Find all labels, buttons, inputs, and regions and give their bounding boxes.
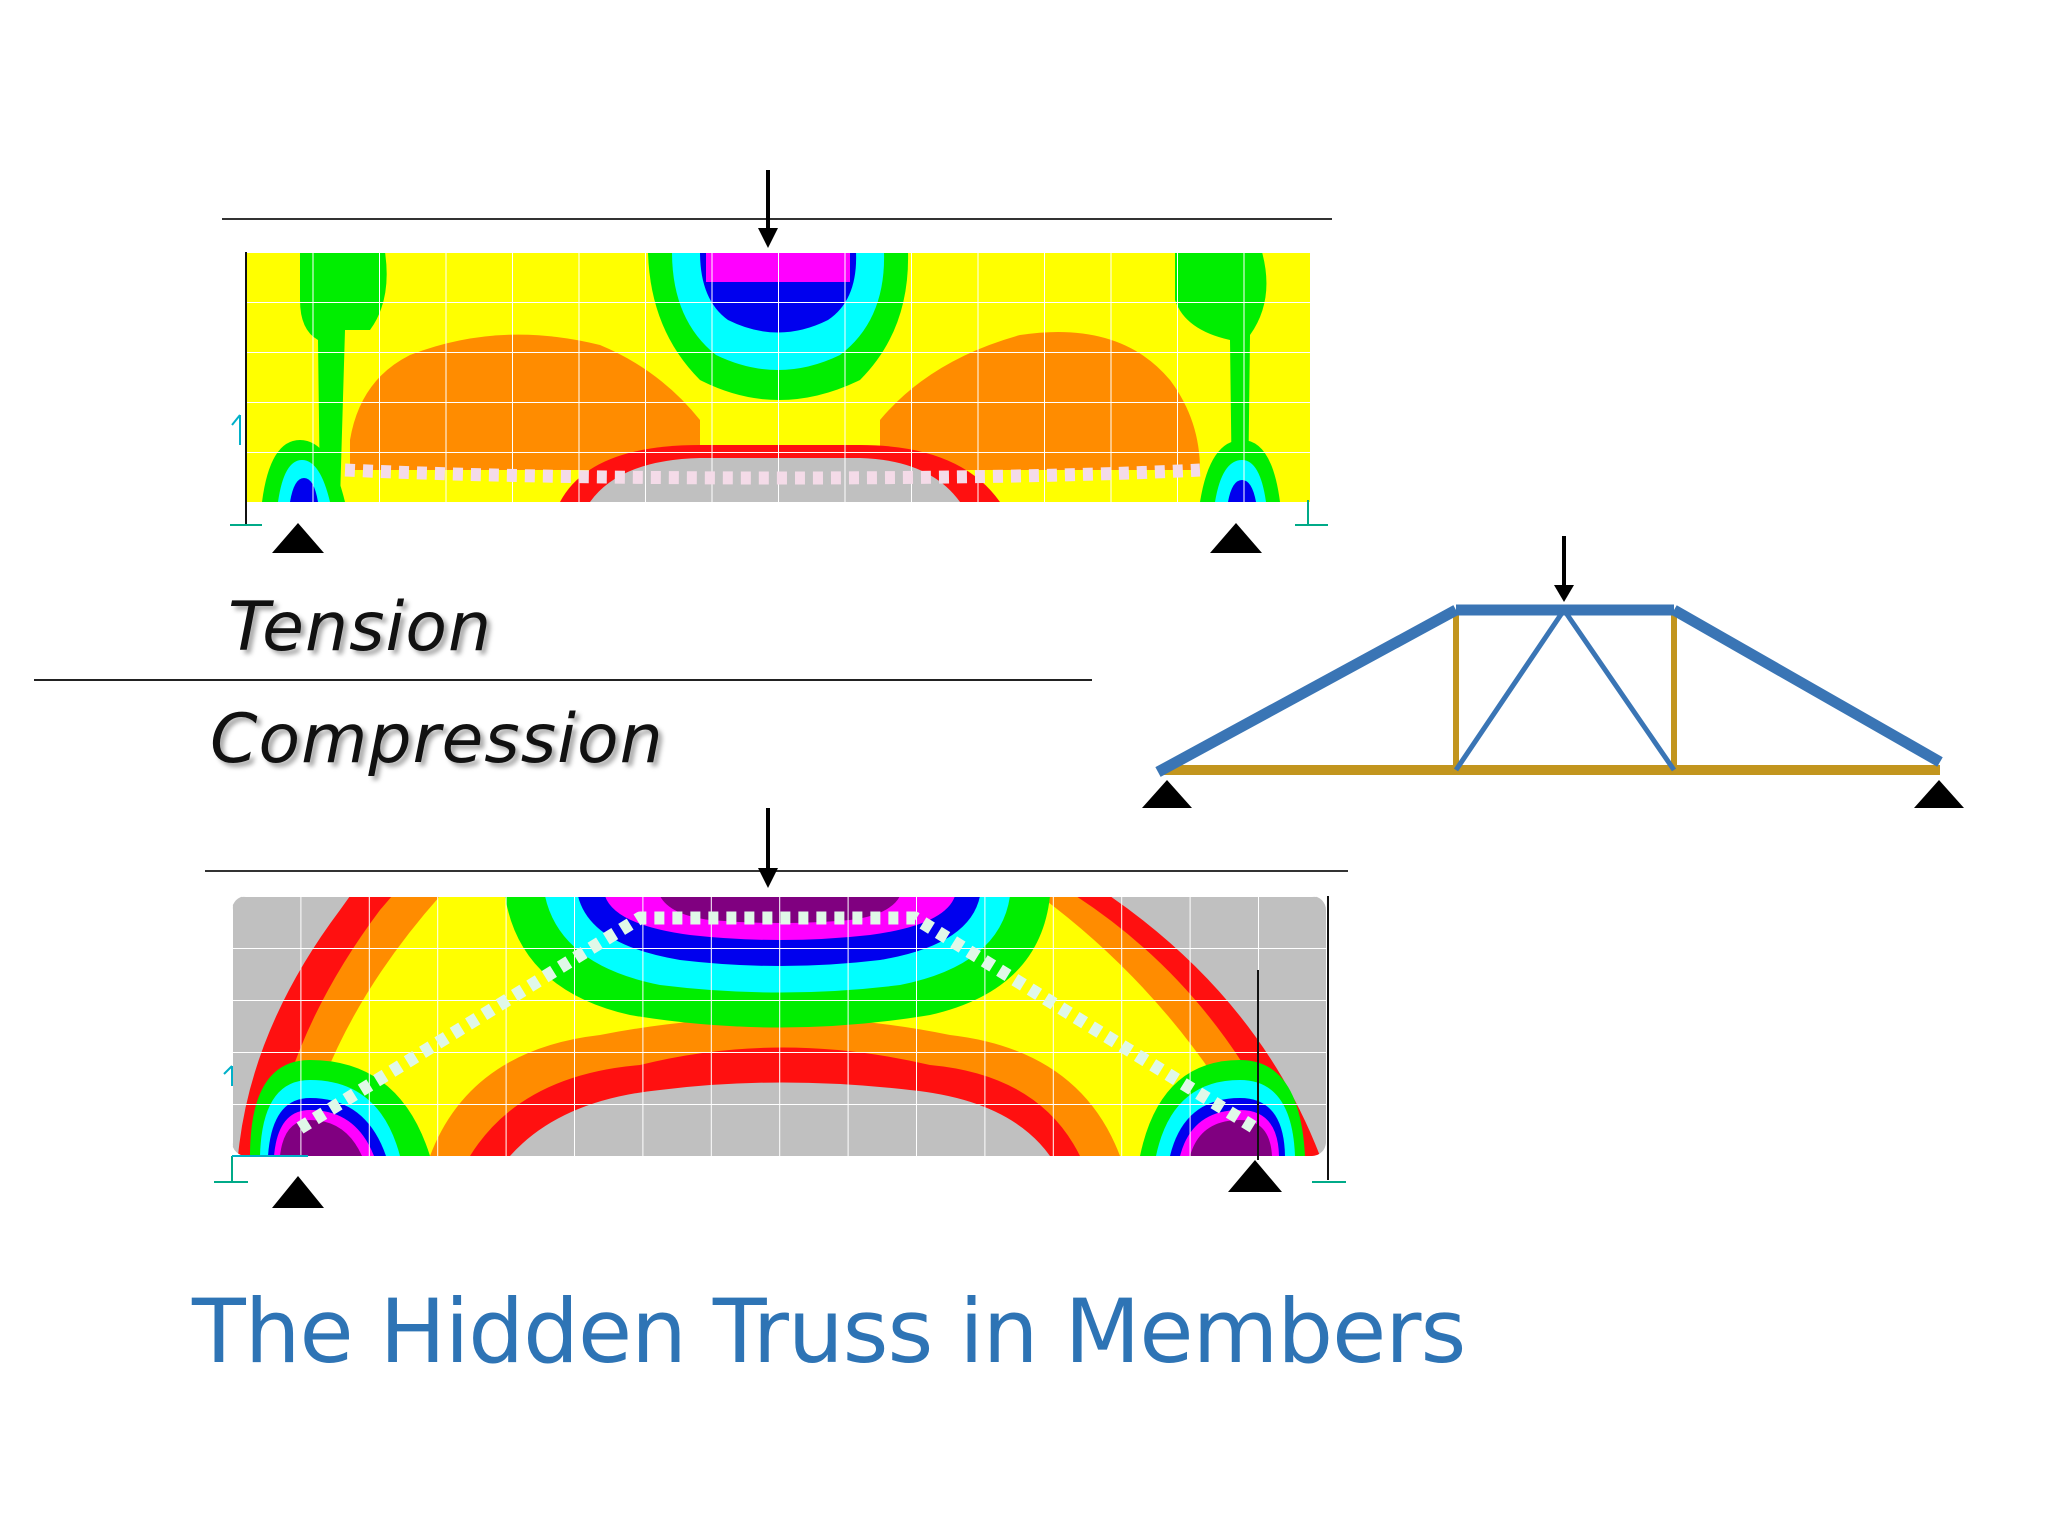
axis-triad-icon <box>223 1065 308 1157</box>
bottom-beam-contour <box>232 896 1326 1156</box>
support-triangle-icon <box>1228 1160 1282 1192</box>
support-triangle-icon <box>1210 523 1262 553</box>
compression-strut-path <box>296 911 1259 1134</box>
support-triangle-icon <box>1142 780 1192 808</box>
truss-left-rafter <box>1155 605 1459 777</box>
load-arrow-icon <box>758 170 778 248</box>
truss-right-rafter <box>1671 605 1943 767</box>
support-triangle-icon <box>1914 780 1964 808</box>
truss-left-diagonal <box>1453 608 1567 772</box>
support-triangle-icon <box>272 1176 324 1208</box>
equivalent-truss <box>1142 536 1964 808</box>
compression-label: Compression <box>210 700 664 779</box>
compression-beam <box>205 808 1348 1208</box>
load-arrow-icon <box>1554 536 1574 602</box>
load-arrow-icon <box>758 808 778 888</box>
tension-tie-path <box>344 463 1201 485</box>
support-triangle-icon <box>272 523 324 553</box>
tension-label: Tension <box>228 588 493 667</box>
tension-beam <box>222 170 1332 553</box>
page-title: The Hidden Truss in Members <box>192 1280 1466 1383</box>
top-beam-contour <box>246 252 1310 502</box>
truss-right-diagonal <box>1561 608 1677 772</box>
axis-triad-icon <box>231 414 241 445</box>
